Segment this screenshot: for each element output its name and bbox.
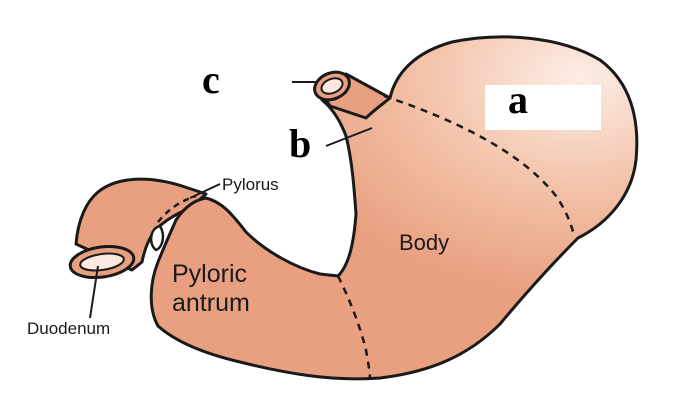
esophagus-lumen [320, 77, 344, 95]
duodenum-label: Duodenum [27, 319, 111, 338]
label-b: b [289, 121, 312, 166]
label-c: c [202, 57, 220, 102]
fundus-boundary-dashed [383, 94, 576, 237]
pyloric-antrum-label-line2: antrum [172, 289, 250, 317]
pylorus-leader-line [189, 183, 221, 199]
pyloric-antrum-label-line1: Pyloric [172, 260, 248, 288]
pylorus-boundary-dashed [157, 194, 197, 223]
label-a: a [508, 77, 528, 122]
pyloric-notch [149, 224, 165, 252]
b-leader-line [325, 127, 373, 147]
body-label: Body [399, 230, 450, 255]
duodenum-lumen [79, 252, 125, 272]
pylorus-label: Pylorus [222, 175, 279, 194]
label-a-box [485, 85, 601, 130]
duodenum-leader-line [89, 265, 99, 319]
antrum-boundary-dashed [336, 275, 372, 381]
